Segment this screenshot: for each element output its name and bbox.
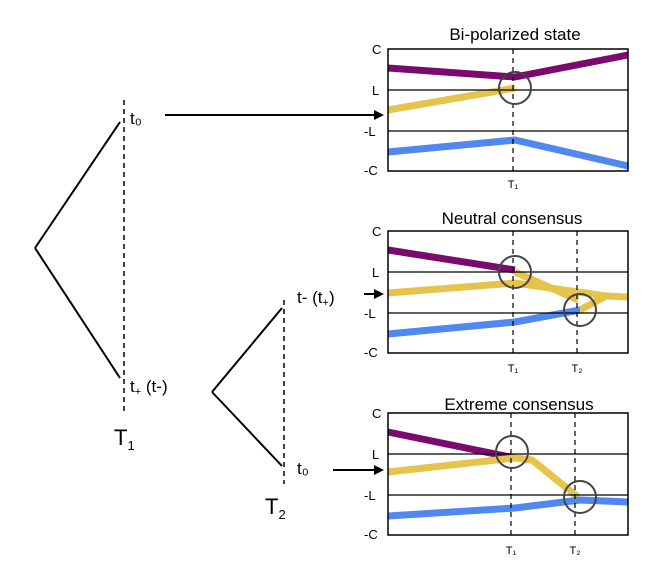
panel-3-ytick-negC: -C [364, 527, 378, 542]
panel-3-circle-marker-1 [495, 435, 529, 469]
panel-2-ytick-L: L [372, 265, 379, 280]
panel-2-circle-marker-2 [563, 293, 597, 327]
panel-2-yellow-line [387, 279, 629, 301]
panel-1-ytick-C: C [372, 42, 381, 57]
tree-branch-lower [34, 247, 121, 379]
panel-1-frame [387, 48, 629, 172]
panel-3-xtick-T1: T₁ [506, 545, 517, 557]
panel-3-ytick-L: L [372, 447, 379, 462]
panel-extreme-consensus: Extreme consensus C L -L -C T₁ T₂ [364, 395, 629, 557]
panel-1-title: Bi-polarized state [449, 25, 580, 44]
tree-branch2-upper [211, 307, 283, 393]
panel-1-yellow-line [387, 84, 516, 114]
node-upper-label: t₀ [130, 109, 142, 128]
panel-1-blue-line [387, 136, 629, 170]
panel-2-yellow-converge [513, 268, 580, 304]
node-mid-label: t- (t+) [297, 288, 335, 309]
panel-2-xtick-T1: T₁ [508, 363, 519, 375]
panel-2-ytick-negL: -L [364, 306, 376, 321]
panel-2-yellow-converge-b [578, 292, 608, 314]
panel-2-ytick-C: C [372, 224, 381, 239]
panel-1-circle-marker [498, 71, 532, 105]
panel-3-title: Extreme consensus [444, 395, 593, 414]
panel-neutral-consensus: Neutral consensus C L -L -C T₁ T₂ [364, 209, 629, 375]
panel-bipolarized: Bi-polarized state C L -L -C T₁ [364, 25, 629, 191]
panel-2-purple-line [387, 246, 516, 274]
t2-label: T2 [265, 494, 286, 522]
panel-3-ytick-C: C [372, 406, 381, 421]
panel-2-title: Neutral consensus [442, 209, 583, 228]
panel-1-ytick-negL: -L [364, 124, 376, 139]
panel-3-xtick-T2: T₂ [570, 545, 581, 557]
t1-label: T1 [114, 425, 135, 453]
tree-branch2-lower [211, 391, 283, 467]
panel-1-purple-line [387, 51, 629, 81]
panel-3-circle-marker-2 [563, 480, 597, 514]
panel-2-blue-line [387, 306, 581, 338]
panel-1-xtick-T1: T₁ [508, 179, 519, 191]
node-lower-label: t+ (t-) [130, 377, 168, 398]
decision-tree: t₀ t+ (t-) T1 t- (t+) t₀ T2 [34, 100, 384, 522]
panel-2-circle-marker-1 [498, 255, 532, 289]
panel-3-ytick-negL: -L [364, 488, 376, 503]
panel-1-ytick-negC: -C [364, 163, 378, 178]
panel-3-frame [387, 412, 629, 536]
panel-2-xtick-T2: T₂ [572, 363, 583, 375]
panel-2-ytick-negC: -C [364, 345, 378, 360]
panel-2-frame [387, 230, 629, 354]
panel-3-yellow-line [387, 454, 581, 500]
tree-branch-upper [34, 121, 121, 249]
panel-1-ytick-L: L [372, 83, 379, 98]
node-bottom-label: t₀ [297, 459, 309, 478]
panel-3-blue-line [387, 496, 629, 520]
